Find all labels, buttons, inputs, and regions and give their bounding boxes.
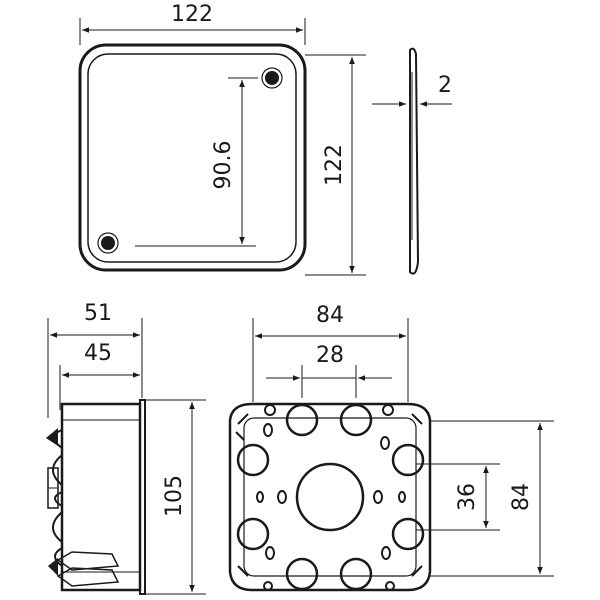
center-spacing-horizontal-label: 28: [316, 343, 344, 368]
screw-hole-top-right: [265, 71, 279, 85]
center-spacing-vertical-label: 36: [455, 483, 480, 511]
box-width-label: 84: [316, 303, 344, 328]
cover-plate-inner-edge: [87, 53, 297, 263]
box-depth-inner-label: 45: [84, 341, 112, 366]
cover-height-label: 122: [322, 144, 347, 186]
box-side-height-label: 105: [162, 475, 187, 517]
cover-plate-outline: [78, 43, 307, 272]
cover-side-profile: 2: [372, 47, 452, 275]
cover-plate-view: 90.6 122 122: [78, 2, 366, 276]
hole-spacing-label: 90.6: [211, 141, 236, 190]
center-knockout: [295, 462, 365, 532]
box-side-view: 51 45 105: [46, 301, 206, 595]
box-height-label: 84: [509, 483, 534, 511]
cover-thickness-label: 2: [438, 73, 452, 98]
box-depth-outer-label: 51: [84, 301, 112, 326]
screw-hole-bottom-left: [101, 236, 115, 250]
cover-width-label: 122: [171, 2, 213, 27]
box-front-view: 84 28: [228, 303, 554, 592]
